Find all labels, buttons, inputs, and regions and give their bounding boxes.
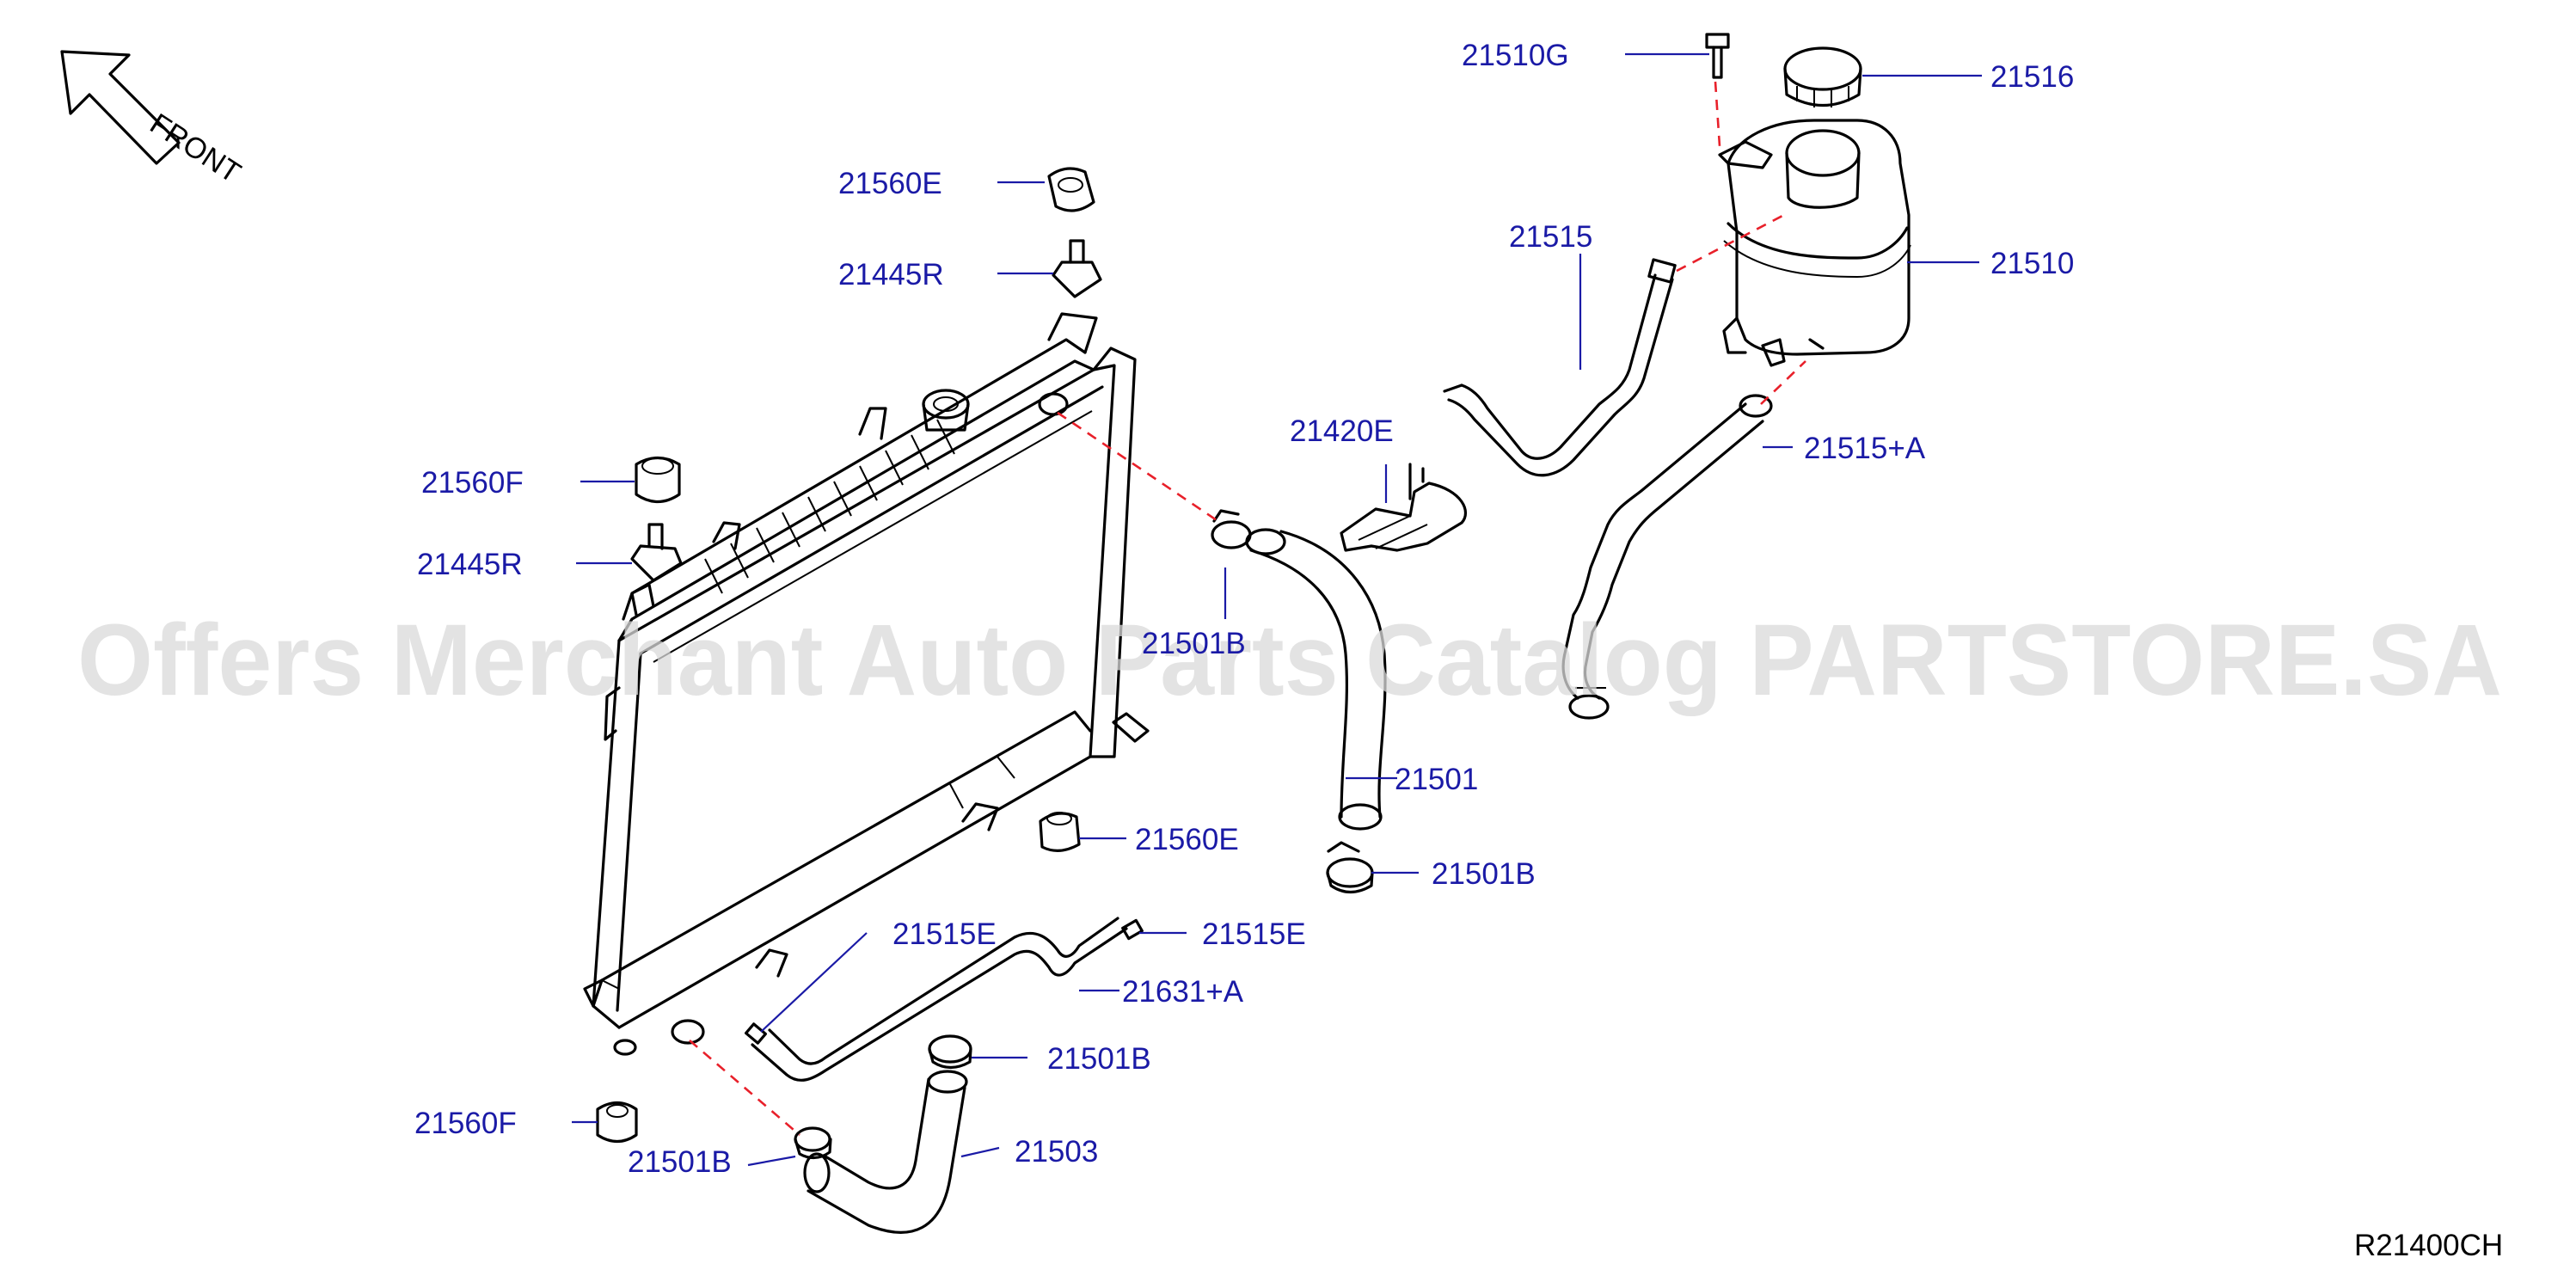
label-21560F-bottom: 21560F — [414, 1107, 517, 1140]
label-21515E-right: 21515E — [1202, 917, 1306, 951]
front-arrow-icon — [60, 50, 181, 165]
pin-21445R-top-icon — [1052, 239, 1102, 298]
bracket-21420E-icon — [1340, 463, 1467, 552]
label-21515A: 21515+A — [1804, 432, 1926, 465]
label-21501B-right: 21501B — [1432, 857, 1536, 891]
label-21445R-top: 21445R — [838, 258, 944, 291]
diagram-code: R21400CH — [2354, 1229, 2503, 1262]
label-21501B-bottom: 21501B — [628, 1145, 732, 1179]
grommet-21560F-bottom-icon — [596, 1101, 638, 1144]
hose-clamp-21501B-upper-icon — [1211, 509, 1252, 549]
grommet-21560E-top-icon — [1047, 167, 1095, 212]
label-21501B-upper: 21501B — [1142, 627, 1246, 660]
label-21560F-top: 21560F — [421, 466, 524, 500]
label-21515E-left: 21515E — [892, 917, 997, 951]
leader-lines — [572, 52, 1982, 1167]
hose-clamp-21501B-right-icon — [1326, 841, 1374, 894]
label-21445R-left: 21445R — [417, 548, 523, 581]
reservoir-cap-21516-icon — [1783, 46, 1862, 107]
reservoir-tank-21510-icon — [1718, 119, 1911, 367]
watermark-text: Offers Merchant Auto Parts Catalog PARTS… — [77, 604, 2502, 717]
front-direction-label: FRONT — [144, 107, 247, 190]
label-21560E-top: 21560E — [838, 167, 942, 200]
hose-21515-icon — [1443, 258, 1677, 477]
label-21501: 21501 — [1395, 763, 1478, 796]
hose-clamp-21501B-lower-icon — [928, 1034, 972, 1070]
label-21503: 21503 — [1015, 1135, 1098, 1169]
label-21501B-lower: 21501B — [1047, 1042, 1151, 1076]
bolt-21510G-icon — [1705, 33, 1730, 79]
label-21560E-mid: 21560E — [1135, 823, 1239, 856]
radiator-assembly — [583, 312, 1137, 1056]
label-21516: 21516 — [1990, 60, 2074, 94]
label-21420E: 21420E — [1290, 414, 1394, 448]
lower-hose-21503-icon — [803, 1070, 968, 1234]
label-21515: 21515 — [1509, 220, 1592, 254]
hose-21515A-icon — [1561, 394, 1773, 720]
label-21631A: 21631+A — [1122, 975, 1244, 1009]
assembly-dashed-links — [689, 81, 1806, 1136]
label-21510G: 21510G — [1462, 39, 1569, 72]
grommet-21560E-mid-icon — [1039, 812, 1081, 852]
label-21510: 21510 — [1990, 247, 2074, 280]
pin-21445R-left-icon — [630, 523, 683, 582]
grommet-21560F-top-icon — [635, 456, 681, 504]
clip-small-icon — [1112, 712, 1150, 743]
hose-clamp-21501B-bottom-icon — [794, 1126, 832, 1160]
hose-21631A-icon — [745, 917, 1144, 1082]
